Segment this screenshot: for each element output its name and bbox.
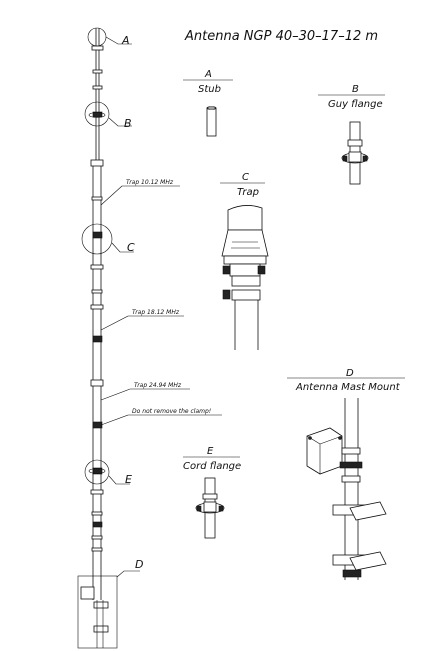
detail-e-name: Cord flange [183, 461, 241, 472]
detail-a-name: Stub [198, 84, 221, 95]
annotation-trap-10: Trap 10.12 MHz [126, 179, 174, 186]
detail-c-letter: C [242, 172, 249, 183]
main-mast [88, 28, 106, 600]
mast-mount-small [80, 586, 109, 648]
detail-b-guy-flange: B Guy flange [318, 84, 385, 185]
callout-box-d [77, 575, 118, 649]
detail-a-stub: A Stub [183, 69, 233, 137]
detail-a-letter: A [204, 69, 212, 80]
callout-label-d: D [135, 558, 143, 571]
detail-d-letter: D [346, 368, 354, 379]
detail-c-name: Trap [237, 187, 259, 198]
callout-label-c: C [127, 241, 135, 254]
detail-e-letter: E [207, 446, 214, 457]
callout-circle-c [81, 223, 113, 255]
drawing-title: Antenna NGP 40–30–17–12 m [184, 29, 378, 44]
callout-label-b: B [124, 117, 132, 130]
detail-c-trap: C Trap [220, 172, 269, 350]
callout-circle-a [87, 27, 107, 47]
annotation-clamp-warning: Do not remove the clamp! [132, 408, 211, 415]
detail-d-name: Antenna Mast Mount [295, 382, 401, 393]
detail-d-mast-mount: D Antenna Mast Mount [287, 368, 405, 580]
annotation-trap-18: Trap 18.12 MHz [132, 309, 180, 316]
detail-b-name: Guy flange [328, 99, 383, 110]
callout-circle-e [84, 459, 110, 485]
callout-label-a: A [121, 34, 130, 47]
callout-circle-b [84, 101, 110, 127]
callout-label-e: E [125, 473, 132, 486]
annotation-trap-24: Trap 24.94 MHz [134, 382, 182, 389]
detail-b-letter: B [352, 84, 359, 95]
detail-e-cord-flange: E Cord flange [183, 446, 241, 539]
